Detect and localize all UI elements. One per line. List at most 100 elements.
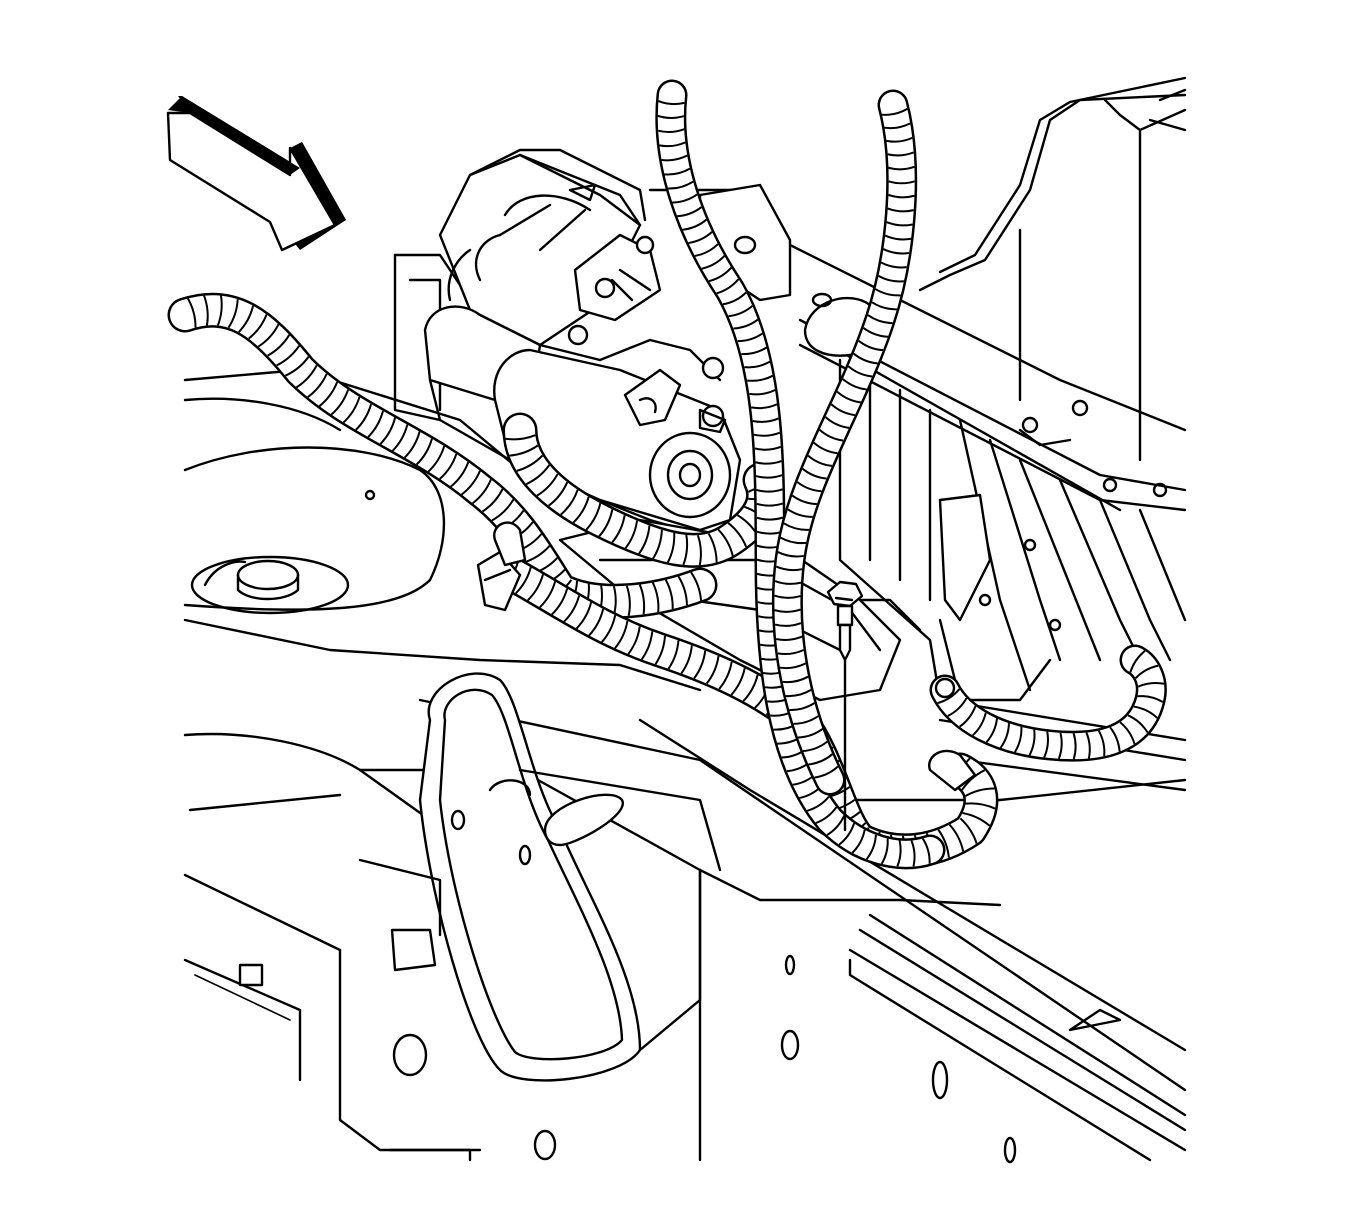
- harness-rib: [267, 334, 291, 357]
- harness-rib: [999, 723, 1010, 749]
- harness-rib: [1097, 730, 1106, 757]
- harness-rib: [818, 429, 844, 442]
- harness-rib: [439, 453, 458, 480]
- harness-rib: [539, 581, 557, 609]
- harness-rib: [727, 522, 748, 548]
- harness-rib: [524, 545, 551, 564]
- harness-rib: [824, 416, 850, 429]
- harness-rib: [1129, 650, 1146, 673]
- harness-rib: [330, 389, 350, 416]
- harness-rib: [797, 728, 824, 739]
- harness-rib: [367, 410, 384, 438]
- harness-rib: [813, 441, 838, 455]
- harness-rib: [536, 473, 559, 497]
- harness-rib: [701, 255, 726, 270]
- harness-rib: [962, 812, 991, 827]
- harness-rib: [654, 635, 666, 665]
- harness-rib: [624, 520, 639, 549]
- harness-rib: [842, 378, 867, 391]
- harness-clip: [476, 521, 527, 612]
- harness-rib: [965, 802, 996, 810]
- transmission-housing: [918, 76, 1187, 462]
- harness-rib: [482, 488, 504, 513]
- harness-rib: [730, 667, 746, 696]
- harness-rib: [808, 753, 834, 766]
- harness-rib: [964, 787, 995, 797]
- strut-mount: [190, 555, 350, 615]
- harness-rib: [754, 445, 782, 451]
- harness-run-right: [932, 647, 1165, 760]
- harness-rib: [806, 795, 830, 812]
- harness-rib: [775, 565, 803, 572]
- harness-rib: [947, 697, 968, 717]
- harness-rib: [1137, 681, 1165, 688]
- harness-rib: [777, 551, 804, 558]
- harness-rib: [887, 151, 914, 157]
- harness-rib: [884, 234, 912, 241]
- harness-rib: [742, 674, 759, 702]
- harness-rib: [1133, 705, 1158, 719]
- harness-rib: [881, 108, 908, 116]
- harness-rib: [836, 390, 861, 404]
- harness-rib: [1057, 732, 1063, 760]
- harness-rib: [276, 345, 301, 367]
- harness-rib: [668, 180, 694, 190]
- harness-rib: [777, 649, 805, 656]
- harness-rib: [959, 817, 978, 844]
- harness-rib: [718, 661, 733, 690]
- harness-rib: [677, 206, 703, 218]
- harness-rib: [753, 431, 781, 437]
- harness-rib: [871, 301, 897, 311]
- harness-rib: [1134, 664, 1159, 679]
- harness-run-left: [170, 295, 715, 617]
- harness-rib: [355, 403, 373, 431]
- harness-rib: [717, 528, 734, 557]
- harness-rib: [598, 509, 614, 537]
- harness-rib: [937, 688, 961, 705]
- harness-rib: [690, 571, 703, 601]
- direction-arrow: [166, 96, 346, 252]
- harness-rib: [585, 503, 602, 531]
- harness-rib: [910, 840, 916, 867]
- harness-rib: [548, 481, 569, 507]
- harness-rib: [948, 823, 965, 852]
- harness-rib: [755, 460, 782, 465]
- harness-rib: [563, 595, 581, 623]
- harness-rib: [505, 434, 536, 441]
- harness-rib: [882, 248, 910, 255]
- harness-rib: [886, 221, 913, 227]
- harness-rib: [491, 499, 515, 522]
- harness-rib: [527, 574, 544, 601]
- harness-rib: [737, 332, 764, 343]
- harness-rib: [391, 424, 409, 452]
- harness-rib: [203, 295, 209, 326]
- harness-rib: [789, 702, 815, 711]
- harness-rib: [680, 645, 693, 675]
- harness-rib: [625, 585, 631, 616]
- harness-rib: [880, 261, 907, 269]
- harness-rib: [658, 100, 685, 106]
- harness-rib: [601, 614, 617, 643]
- harness-rib: [1085, 732, 1091, 759]
- harness-rib: [756, 502, 784, 507]
- harness-rib: [888, 193, 915, 199]
- harness-rib: [801, 467, 827, 480]
- harness-rib: [667, 640, 680, 670]
- harness-rib: [652, 529, 663, 560]
- harness-rib: [677, 575, 688, 606]
- harness-rib: [756, 488, 783, 493]
- crossmember: [358, 672, 722, 1082]
- harness-rib: [672, 193, 698, 204]
- harness-rib: [830, 403, 856, 417]
- harness-rib: [705, 655, 720, 685]
- harness-rib: [755, 474, 783, 479]
- harness-rib: [815, 806, 838, 824]
- harness-rib: [588, 608, 605, 637]
- harness-rib: [1109, 726, 1121, 752]
- harness-rib: [783, 522, 810, 531]
- harness-rib: [307, 373, 328, 398]
- harness-rib: [851, 829, 866, 854]
- harness-rib: [638, 584, 646, 615]
- harness-rib: [295, 364, 318, 389]
- harness-rib: [472, 479, 492, 505]
